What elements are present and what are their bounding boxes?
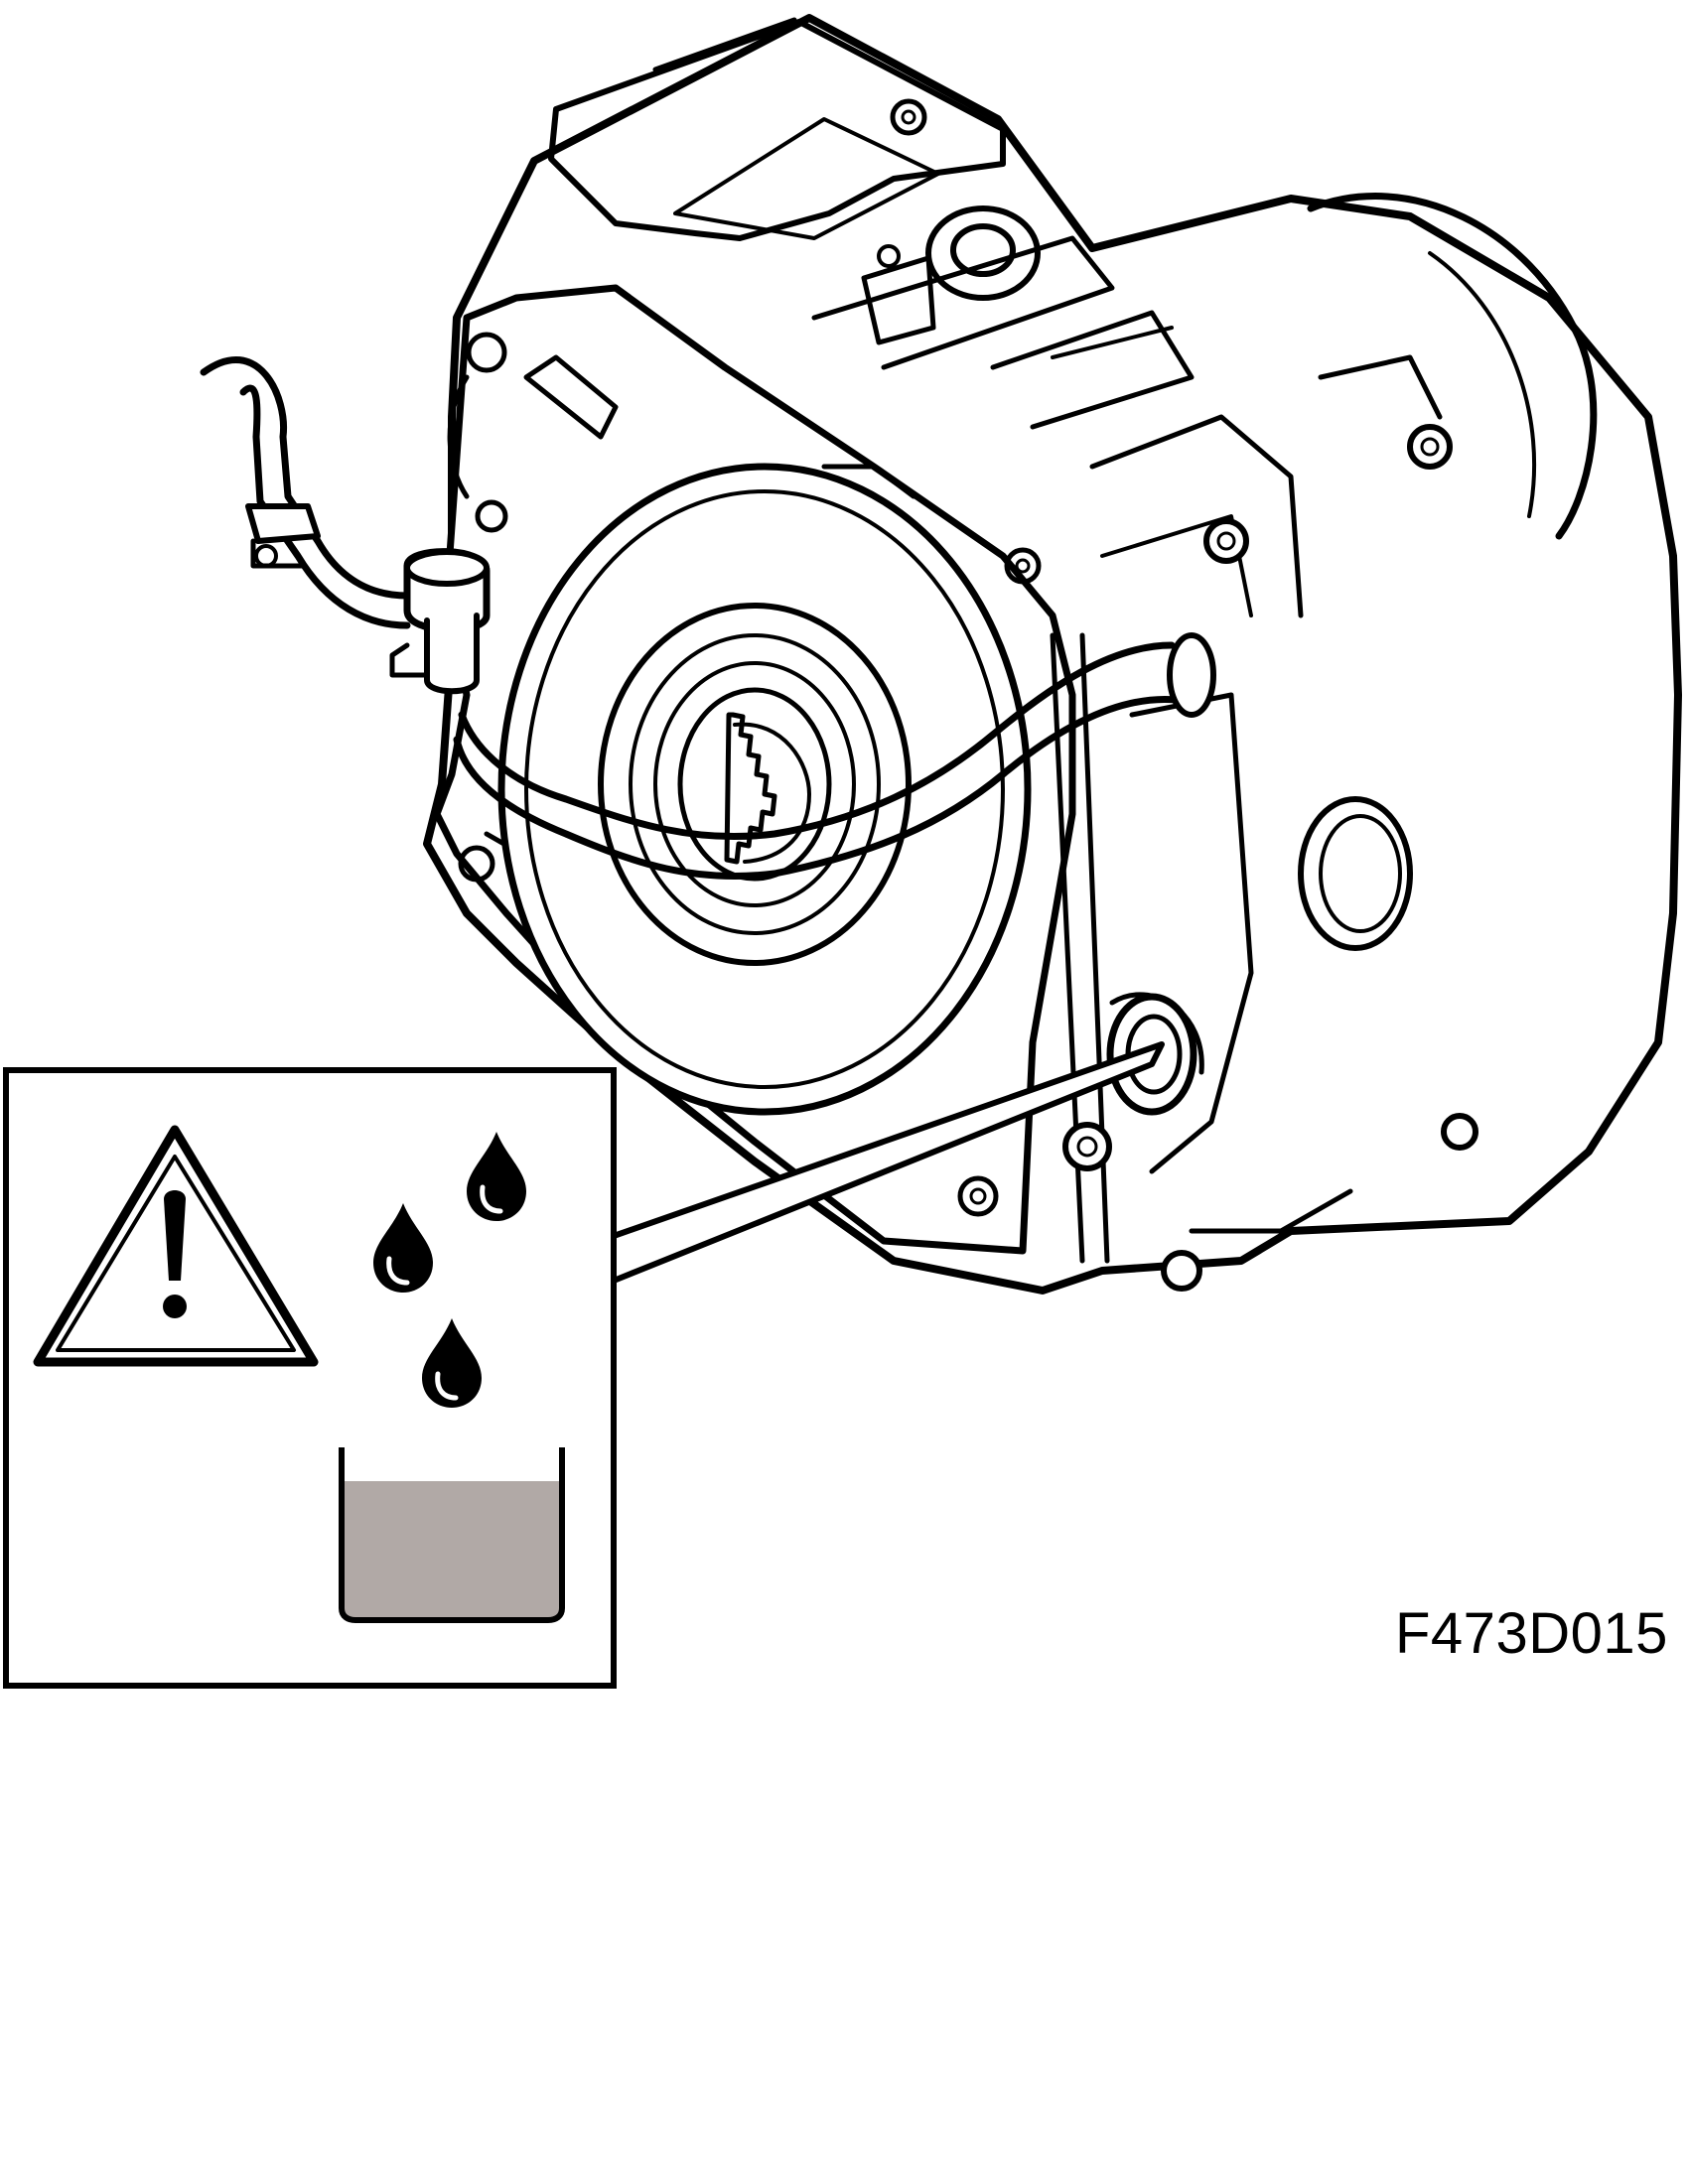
figure-code: F473D015	[1395, 1601, 1668, 1666]
oil-drop-icon	[467, 1132, 526, 1221]
hose-clip	[245, 503, 321, 544]
fluid-level	[342, 1481, 560, 1618]
top-cover	[548, 19, 1006, 241]
oil-drop-icon	[373, 1203, 433, 1293]
cooler-pipe	[453, 695, 1181, 881]
transmission-assembly	[200, 14, 1682, 1295]
warning-triangle-icon	[33, 1125, 319, 1367]
drain-callout	[3, 1041, 1165, 1689]
end-cover	[1307, 193, 1598, 540]
vent-hose	[200, 355, 411, 600]
top-cover-inner	[673, 117, 940, 240]
drain-container-icon	[339, 1447, 565, 1623]
side-cover	[1298, 796, 1413, 951]
top-bolt	[890, 98, 927, 136]
oil-drop-icon	[422, 1318, 482, 1408]
input-shaft	[724, 712, 777, 865]
